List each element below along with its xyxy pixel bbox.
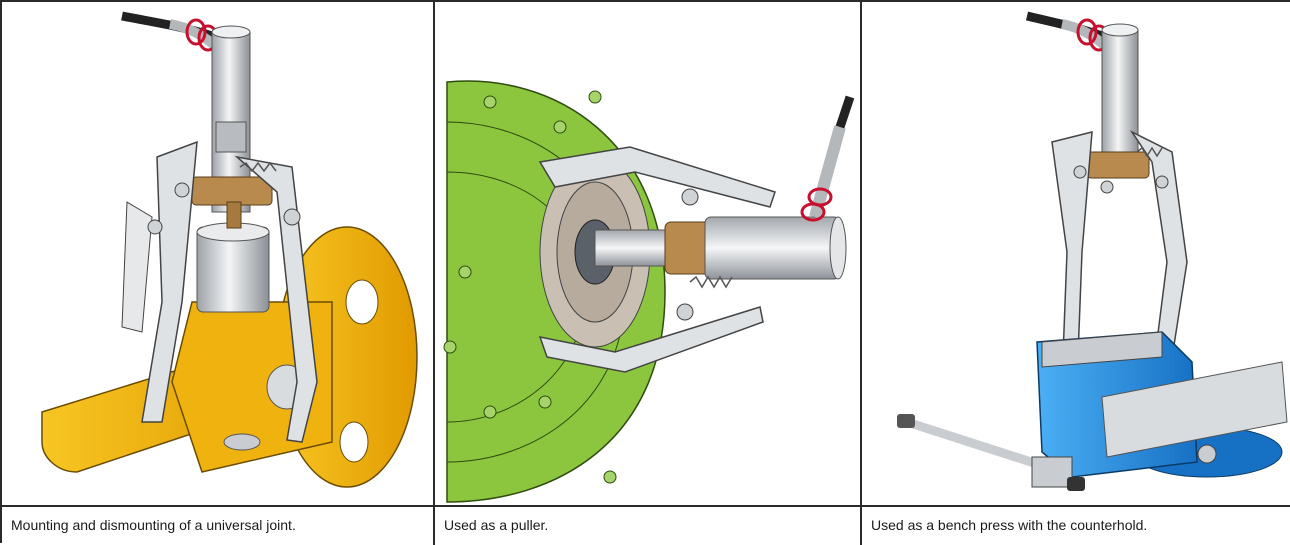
caption-puller: Used as a puller. bbox=[444, 517, 549, 533]
universal-joint-illustration bbox=[41, 11, 418, 488]
caption-cell-bench-press: Used as a bench press with the counterho… bbox=[862, 507, 1290, 545]
panel-universal-joint-image bbox=[2, 2, 435, 507]
caption-bench-press: Used as a bench press with the counterho… bbox=[871, 517, 1148, 533]
caption-universal-joint: Mounting and dismounting of a universal … bbox=[11, 517, 296, 533]
bench-press-illustration bbox=[897, 11, 1288, 491]
panel-puller-image bbox=[435, 2, 862, 507]
panel-bench-press-image bbox=[862, 2, 1290, 507]
puller-illustration bbox=[443, 80, 855, 503]
caption-cell-universal-joint: Mounting and dismounting of a universal … bbox=[2, 507, 435, 545]
caption-cell-puller: Used as a puller. bbox=[435, 507, 862, 545]
